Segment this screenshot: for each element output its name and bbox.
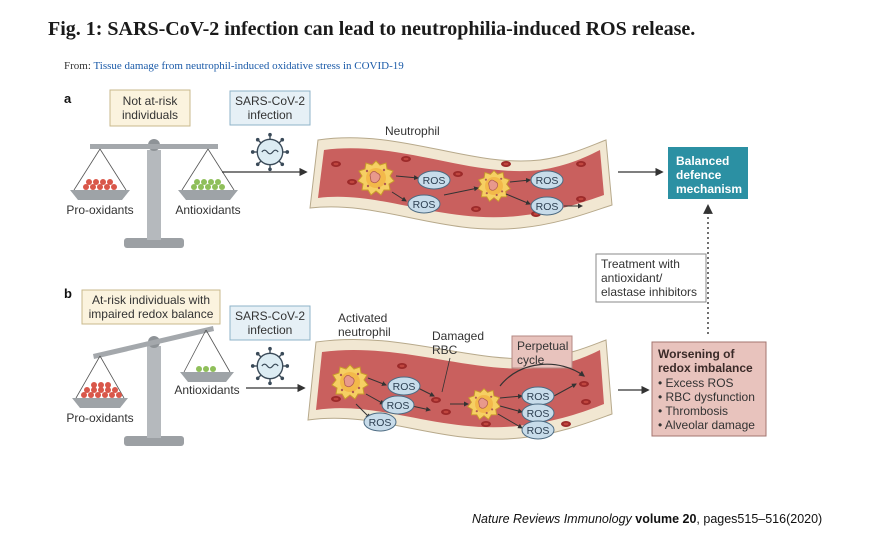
article-link[interactable]: Tissue damage from neutrophil-induced ox… (93, 60, 404, 72)
perpetual-line1: Perpetual (517, 339, 568, 353)
panel-a-letter: a (64, 91, 72, 106)
panel-b-infection-line1: SARS-CoV-2 (235, 309, 305, 323)
activated-neutrophil-line2: neutrophil (338, 325, 391, 339)
citation: Nature Reviews Immunology volume 20, pag… (472, 512, 822, 526)
panel-a-infection-box: SARS-CoV-2 infection (229, 90, 311, 126)
outcome-b-item3: • Thrombosis (658, 404, 728, 418)
ros-a3: ROS (536, 175, 559, 187)
antioxidants-label-a: Antioxidants (175, 203, 240, 217)
citation-journal: Nature Reviews Immunology (472, 512, 632, 526)
ros-b1: ROS (393, 381, 416, 393)
panel-b: b At-risk individuals with impaired redo… (64, 286, 767, 446)
panel-b-infection-box: SARS-CoV-2 infection (229, 305, 311, 341)
worsening-redox-box: Worsening of redox imbalance • Excess RO… (651, 341, 767, 437)
panel-b-infection-line2: infection (248, 323, 293, 337)
pro-oxidant-balls-b (81, 382, 122, 398)
ros-group-b: ROS ROS ROS ROS ROS ROS (355, 376, 577, 440)
outcome-b-title1: Worsening of (658, 347, 735, 361)
ros-group-a: ROS ROS ROS ROS (391, 170, 583, 216)
balance-scale-a: Pro-oxidants Antioxidants (66, 139, 241, 248)
outcome-b-item4: • Alveolar damage (658, 418, 755, 432)
ros-b3: ROS (369, 417, 392, 429)
damaged-rbc-line1: Damaged (432, 329, 484, 343)
pro-oxidants-label-b: Pro-oxidants (66, 411, 133, 425)
treatment-line1: Treatment with (601, 257, 680, 271)
panel-b-group-line2: impaired redox balance (89, 307, 214, 321)
figure-title: Fig. 1: SARS-CoV-2 infection can lead to… (48, 18, 696, 40)
from-prefix: From: (64, 60, 91, 72)
ros-b4: ROS (527, 391, 550, 403)
panel-b-group-box: At-risk individuals with impaired redox … (81, 289, 221, 325)
virus-icon-b (250, 346, 290, 386)
antioxidants-label-b: Antioxidants (174, 383, 239, 397)
citation-pages: , pages515–516(2020) (696, 512, 823, 526)
ros-a4: ROS (536, 201, 559, 213)
panel-a-infection-line1: SARS-CoV-2 (235, 94, 305, 108)
outcome-b-item2: • RBC dysfunction (658, 390, 755, 404)
treatment-line3: elastase inhibitors (601, 285, 697, 299)
pro-oxidant-balls-a (83, 179, 117, 190)
cycle-arrow (499, 363, 585, 387)
panel-b-group-line1: At-risk individuals with (92, 293, 210, 307)
ros-b2: ROS (387, 400, 410, 412)
panel-a: a Not at-risk individuals (64, 89, 748, 248)
treatment-box: Treatment with antioxidant/ elastase inh… (595, 253, 707, 303)
outcome-a-line2: defence (676, 168, 722, 182)
balanced-defence-box: Balanced defence mechanism (668, 147, 748, 199)
damaged-rbc-line2: RBC (432, 343, 458, 357)
antioxidant-balls-a (191, 179, 225, 190)
ros-a2: ROS (413, 199, 436, 211)
outcome-b-item1: • Excess ROS (658, 376, 734, 390)
citation-volume: volume 20 (635, 512, 697, 526)
panel-a-infection-line2: infection (248, 108, 293, 122)
perpetual-line2: cycle (517, 353, 545, 367)
blood-vessel-a (309, 137, 613, 230)
panel-a-group-line1: Not at-risk (123, 94, 179, 108)
neutrophil-label: Neutrophil (385, 124, 440, 138)
pro-oxidants-label-a: Pro-oxidants (66, 203, 133, 217)
outcome-a-line1: Balanced (676, 154, 729, 168)
from-line: From: Tissue damage from neutrophil-indu… (64, 60, 404, 72)
antioxidant-balls-b (196, 366, 216, 372)
outcome-b-title2: redox imbalance (658, 361, 753, 375)
rbc-pointer (441, 357, 451, 393)
virus-icon (250, 132, 290, 172)
treatment-line2: antioxidant/ (601, 271, 663, 285)
panel-a-group-line2: individuals (122, 108, 178, 122)
outcome-a-line3: mechanism (676, 182, 742, 196)
ros-b5: ROS (527, 408, 550, 420)
balance-scale-b: Pro-oxidants Antioxidants (66, 326, 240, 446)
ros-b6: ROS (527, 425, 550, 437)
panel-a-group-box: Not at-risk individuals (109, 89, 191, 127)
ros-a1: ROS (423, 175, 446, 187)
panel-b-letter: b (64, 286, 72, 301)
activated-neutrophil-line1: Activated (338, 311, 387, 325)
perpetual-cycle-box: Perpetual cycle (511, 335, 573, 369)
